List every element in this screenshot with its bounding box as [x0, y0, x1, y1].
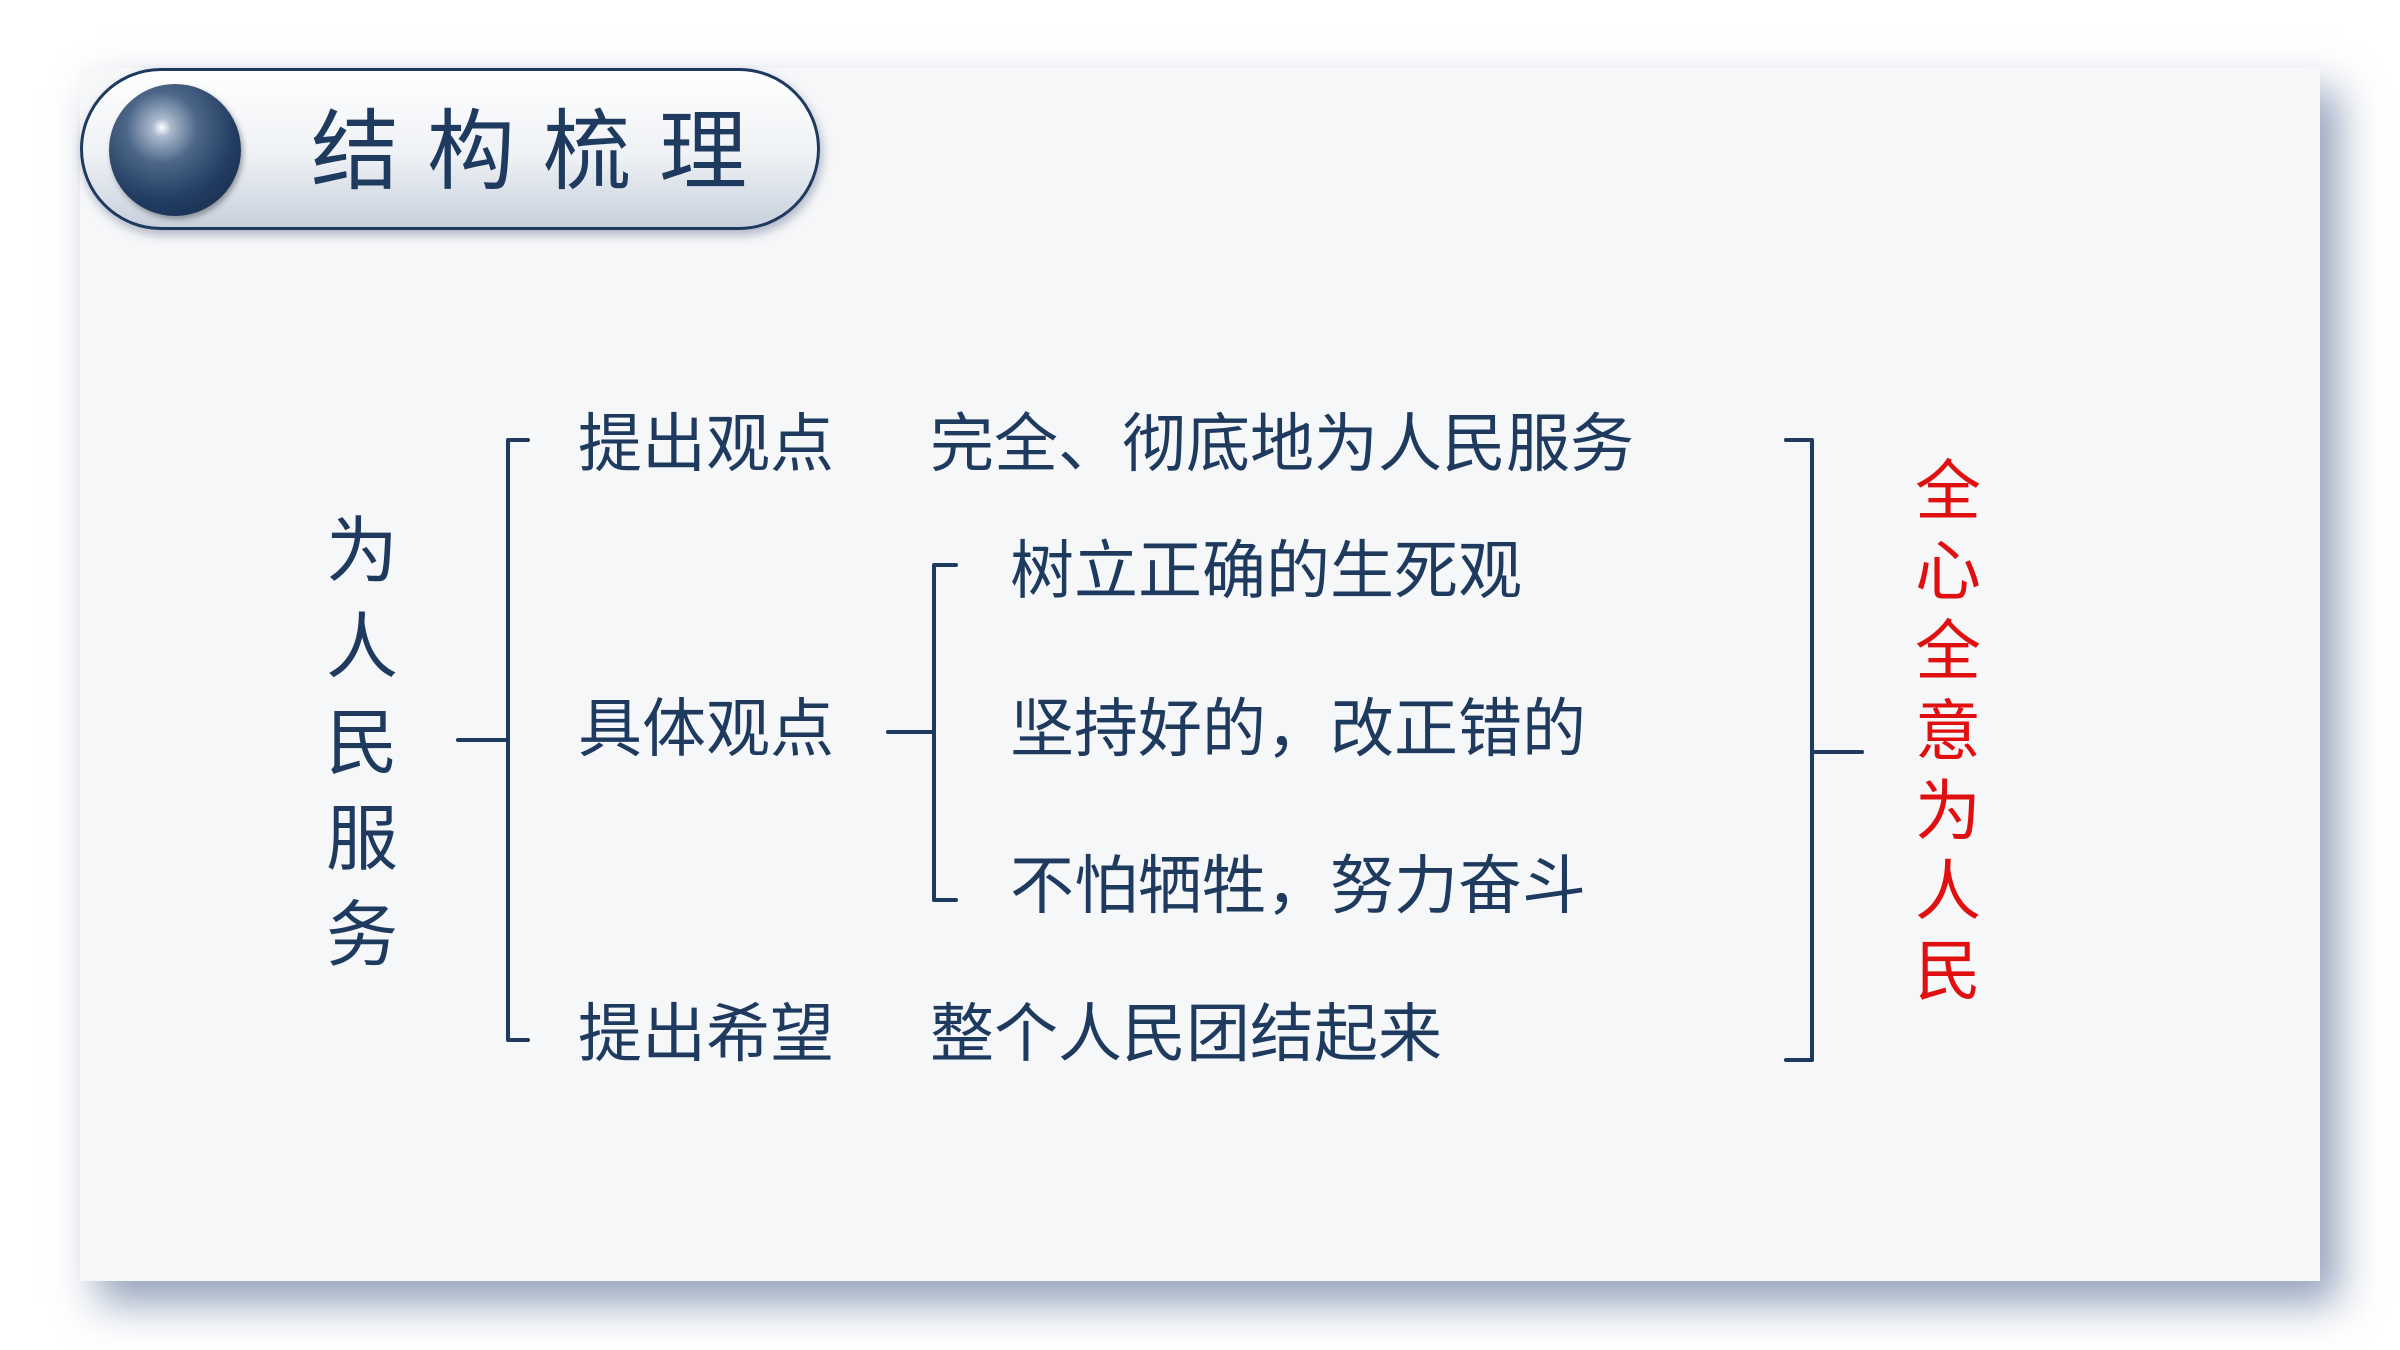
page-title: 结构梳理: [311, 100, 776, 203]
branch-label-2: 具体观点: [578, 693, 834, 767]
sub-bracket: [886, 563, 958, 902]
conclusion-node: 全心全意为人民: [1915, 453, 1981, 1010]
branch-content-1: 完全、彻底地为人民服务: [930, 408, 1634, 482]
header-orb-icon: [109, 84, 241, 216]
sub-item-2: 坚持好的，改正错的: [1010, 693, 1586, 767]
right-bracket: [1784, 438, 1864, 1062]
slide-panel: [80, 68, 2320, 1281]
root-bracket: [456, 438, 530, 1042]
root-node: 为人民服务: [325, 509, 398, 977]
section-header: 结构梳理: [80, 68, 820, 230]
sub-item-3: 不怕牺牲，努力奋斗: [1010, 850, 1586, 924]
branch-content-3: 整个人民团结起来: [930, 998, 1442, 1072]
branch-label-1: 提出观点: [578, 408, 834, 482]
branch-label-3: 提出希望: [578, 998, 834, 1072]
sub-item-1: 树立正确的生死观: [1010, 535, 1522, 609]
